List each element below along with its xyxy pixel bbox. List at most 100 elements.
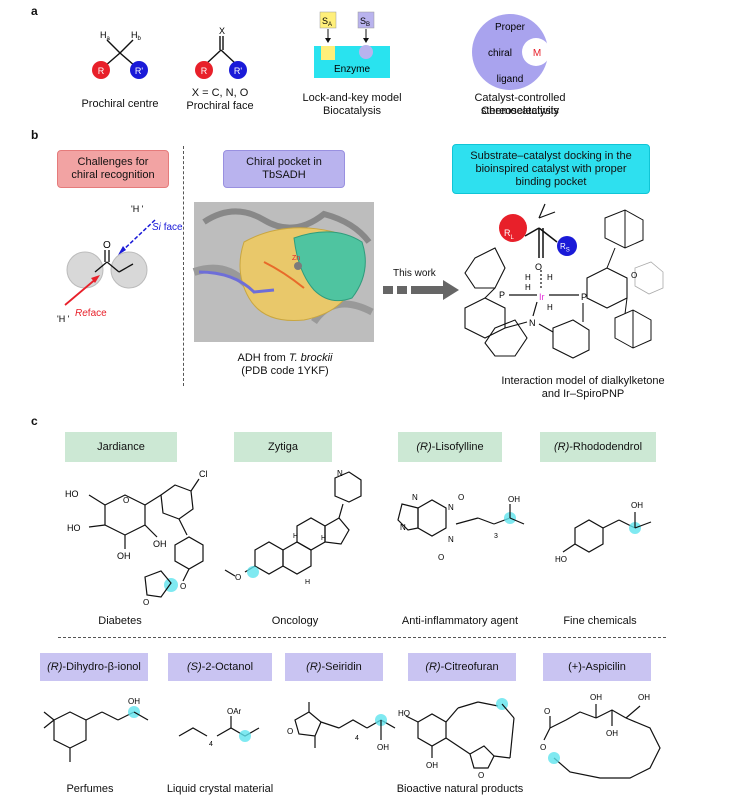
o-ether-label: O bbox=[631, 271, 637, 280]
protein-surface-render: Zn bbox=[192, 202, 374, 342]
challenges-line1: Challenges for bbox=[77, 156, 149, 168]
tag-lisofylline: (R)-Lisofylline bbox=[398, 432, 502, 462]
seiridin-structure: O 4 OH bbox=[287, 702, 396, 752]
panel-a-letter: a bbox=[31, 4, 38, 18]
caption-prochiral-face: Prochiral face bbox=[186, 100, 254, 112]
ha-label: Ha bbox=[100, 30, 111, 42]
rl-label: RL bbox=[504, 228, 514, 241]
n-3: N bbox=[448, 535, 454, 544]
pocket-line2: TbSADH bbox=[262, 169, 306, 181]
ho-1: HO bbox=[65, 489, 79, 499]
chiral-pocket-box: Chiral pocket in TbSADH bbox=[223, 150, 345, 188]
caption-x-atoms: X = C, N, O bbox=[191, 87, 249, 99]
lock-and-key-diagram: SA SB Enzyme bbox=[314, 11, 390, 78]
si-face-label: Si face bbox=[152, 222, 183, 233]
oh-2: OH bbox=[153, 539, 167, 549]
adh-caption: ADH from T. brockii bbox=[237, 352, 333, 364]
oh-rho: OH bbox=[631, 501, 643, 510]
p-right-label: P bbox=[581, 292, 587, 302]
use-fine-chemicals: Fine chemicals bbox=[563, 615, 637, 627]
this-work-label: This work bbox=[393, 268, 436, 279]
ligand-word-ligand: ligand bbox=[497, 74, 524, 85]
octanol-structure: 4 OAr bbox=[178, 707, 260, 748]
ether-o-label: O bbox=[180, 582, 186, 591]
oh-asp-3: OH bbox=[638, 693, 650, 702]
tag-dihydro-ionol: (R)-Dihydro-β-ionol bbox=[40, 653, 148, 681]
aspicilin-carbonyl-o: O bbox=[544, 707, 550, 716]
lisofylline-structure: N N N N O O 3 OH bbox=[397, 493, 525, 562]
caption-lock-key: Lock-and-key model bbox=[302, 92, 402, 104]
zn-label: Zn bbox=[292, 255, 300, 262]
ester-o: O bbox=[235, 573, 241, 582]
h-bottom-label: 'H ' bbox=[57, 314, 70, 324]
use-diabetes: Diabetes bbox=[98, 615, 142, 627]
ho-2: HO bbox=[67, 523, 81, 533]
panel-b-divider bbox=[183, 146, 184, 386]
oh-asp-1: OH bbox=[590, 693, 602, 702]
r-prime-label: R' bbox=[135, 66, 143, 76]
sa-label: SA bbox=[322, 16, 332, 28]
n-2: N bbox=[400, 523, 406, 532]
docking-box: Substrate–catalyst docking in the bioins… bbox=[452, 144, 650, 194]
sub-4-sei: 4 bbox=[355, 735, 359, 742]
ketone-faces-diagram: O 'H ' 'H ' bbox=[57, 204, 156, 324]
challenges-box: Challenges for chiral recognition bbox=[57, 150, 169, 188]
docking-line3: binding pocket bbox=[515, 175, 587, 188]
re-face-label: Reface bbox=[75, 308, 107, 319]
metal-label: M bbox=[533, 48, 541, 59]
tag-zytiga: Zytiga bbox=[234, 432, 332, 462]
panel-b-letter: b bbox=[31, 128, 39, 142]
tag-citreofuran: (R)-Citreofuran bbox=[408, 653, 516, 681]
sub-3: 3 bbox=[494, 533, 498, 540]
panel-c-letter: c bbox=[31, 414, 38, 428]
x-label: X bbox=[219, 26, 225, 36]
r-prime-label: R' bbox=[234, 66, 242, 76]
caption-catalyst-controlled: Catalyst-controlled stereoselectivity bbox=[474, 92, 566, 117]
jardiance-structure: O HO HO OH OH Cl O O bbox=[65, 469, 208, 607]
cl-label: Cl bbox=[199, 469, 208, 479]
pocket-line1: Chiral pocket in bbox=[246, 156, 322, 168]
ligand-word-proper: Proper bbox=[495, 22, 526, 33]
tag-octanol: (S)-2-Octanol bbox=[168, 653, 272, 681]
r-label: R bbox=[98, 66, 105, 76]
ring-o-label: O bbox=[123, 496, 129, 505]
prochiral-centre-structure: R R' Ha Hb bbox=[92, 30, 148, 79]
tag-jardiance: Jardiance bbox=[65, 432, 177, 462]
n-1: N bbox=[412, 493, 418, 502]
o-2: O bbox=[438, 553, 444, 562]
n-label: N bbox=[529, 318, 536, 328]
pdb-caption: (PDB code 1YKF) bbox=[241, 365, 329, 377]
model-caption-line1: Interaction model of dialkylketone bbox=[501, 375, 665, 387]
ir-label: Ir bbox=[539, 292, 545, 302]
panel-c-divider bbox=[58, 637, 666, 638]
hb-label: Hb bbox=[131, 30, 142, 42]
sb-label: SB bbox=[360, 16, 370, 28]
model-caption-line2: and Ir–SpiroPNP bbox=[541, 388, 625, 400]
o-1: O bbox=[458, 493, 464, 502]
prochiral-face-structure: R R' X bbox=[195, 26, 247, 79]
oh-1: OH bbox=[117, 551, 131, 561]
thf-o-label: O bbox=[143, 598, 149, 607]
furan-o: O bbox=[478, 771, 484, 780]
zytiga-structure: N O H H H bbox=[224, 469, 362, 586]
ketone-o-label: O bbox=[103, 240, 111, 251]
ho-rho: HO bbox=[555, 555, 567, 564]
oh-asp-2: OH bbox=[606, 729, 618, 738]
h-1: H bbox=[293, 533, 298, 540]
use-bioactive-natural: Bioactive natural products bbox=[396, 783, 524, 795]
docking-line1: Substrate–catalyst docking in the bbox=[470, 149, 632, 162]
h-top-label: 'H ' bbox=[131, 204, 144, 214]
h-label-3: H bbox=[547, 273, 553, 282]
dihydro-ionol-structure: OH bbox=[43, 697, 149, 762]
h-3: H bbox=[305, 579, 310, 586]
caption-chemocatalysis: Chemocatalysis bbox=[481, 105, 559, 117]
caption-prochiral-centre: Prochiral centre bbox=[81, 98, 159, 110]
this-work-arrow bbox=[383, 280, 459, 300]
tag-rhododendrol: (R)-Rhododendrol bbox=[540, 432, 656, 462]
oar-label: OAr bbox=[227, 707, 242, 716]
p-left-label: P bbox=[499, 290, 505, 300]
citreofuran-structure: HO OH O bbox=[398, 698, 515, 780]
ring-o-asp: O bbox=[540, 743, 546, 752]
tag-seiridin: (R)-Seiridin bbox=[285, 653, 383, 681]
n-4: N bbox=[448, 503, 454, 512]
